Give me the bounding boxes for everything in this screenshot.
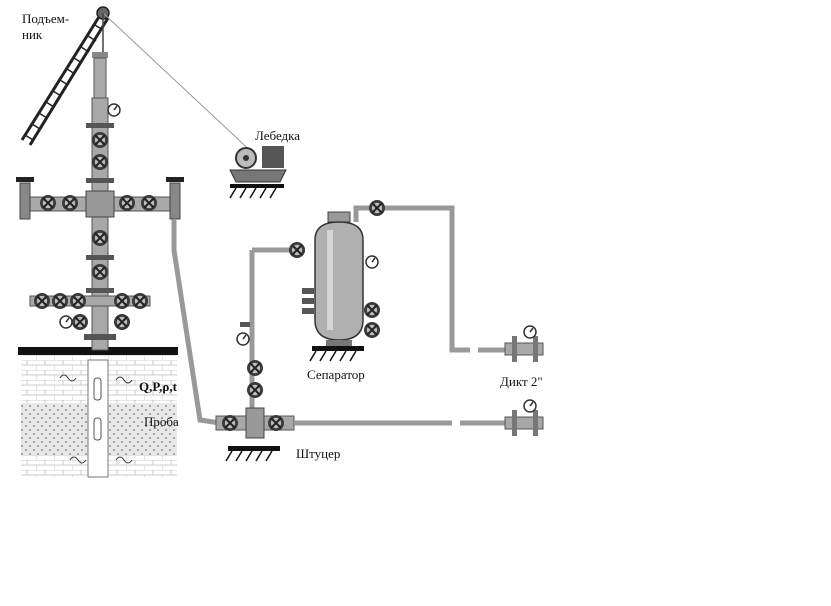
params-label: Q,P,ρ,t [139,379,177,394]
winch-label: Лебедка [255,128,301,143]
winch [229,146,287,199]
choke-label: Штуцер [296,446,341,461]
hoist-label-line2: ник [22,27,43,42]
dikt-upper [504,325,544,362]
dikt-label: Дикт 2" [500,374,543,389]
wellhead [16,52,221,426]
hoist-label-line1: Подъем- [22,11,70,26]
separator-label: Сепаратор [307,367,365,382]
choke-manifold [215,241,510,462]
underground-section [18,347,178,478]
hoist-crane [20,6,256,156]
separator [302,199,505,362]
dikt-lower [504,399,544,436]
sample-label: Проба [144,414,179,429]
